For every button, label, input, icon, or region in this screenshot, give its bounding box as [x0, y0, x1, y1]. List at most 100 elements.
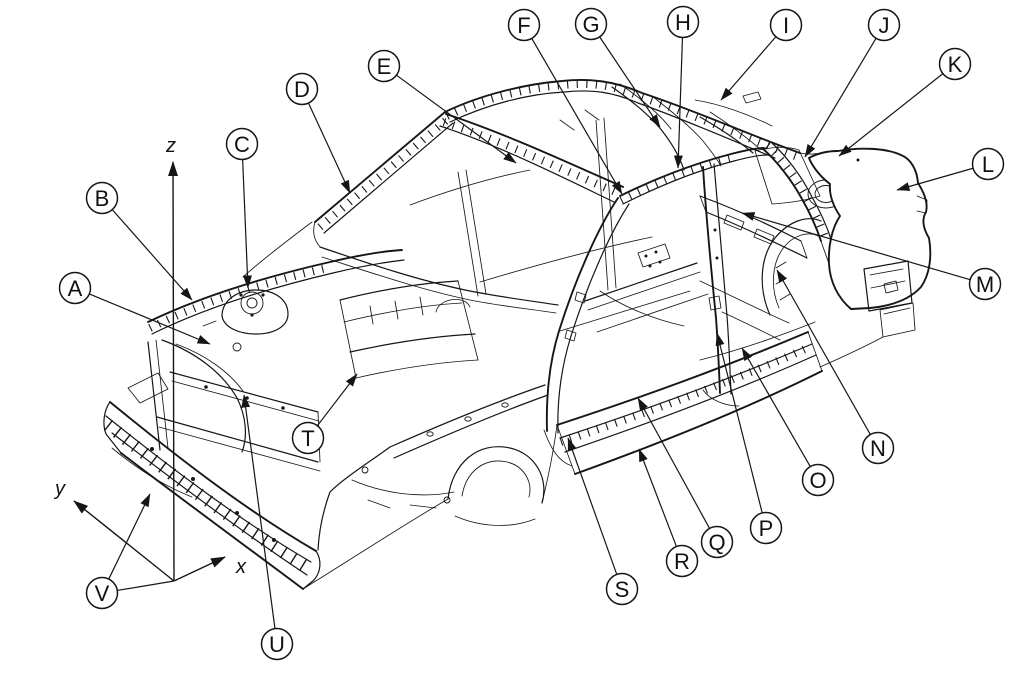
- line-art-stroke: [584, 109, 600, 121]
- callout-circle-K: [938, 47, 972, 81]
- line-art-stroke: [250, 313, 254, 317]
- line-art-stroke: [708, 295, 722, 311]
- line-art-stroke: [584, 262, 698, 302]
- line-art-stroke: [394, 300, 399, 320]
- line-art-stroke: [559, 119, 575, 131]
- callout-letter-B: B: [95, 186, 110, 211]
- line-art-stroke: [461, 460, 531, 498]
- line-art-stroke: [272, 538, 276, 542]
- line-art-stroke: [773, 233, 819, 309]
- leader-line-T-1: [316, 373, 358, 427]
- line-art-stroke: [820, 240, 830, 265]
- line-art-stroke: [232, 342, 242, 352]
- callout-circle-H: [666, 5, 700, 39]
- callout-letter-P: P: [759, 516, 774, 541]
- line-art-stroke: [761, 147, 822, 242]
- line-art-stroke: [314, 111, 446, 223]
- line-art-stroke: [771, 142, 832, 240]
- callout-circle-O: [801, 463, 835, 497]
- line-art-stroke: [699, 116, 754, 154]
- callout-J: J: [804, 8, 901, 158]
- leader-line-U-1: [241, 394, 276, 629]
- line-art-stroke: [367, 499, 391, 509]
- callout-letter-J: J: [879, 13, 890, 38]
- callout-circle-U: [260, 627, 294, 661]
- callout-circle-N: [861, 431, 895, 465]
- callout-V: V: [85, 493, 175, 610]
- line-art-stroke: [574, 370, 823, 475]
- callout-letter-R: R: [674, 549, 690, 574]
- line-art-stroke: [694, 99, 773, 127]
- line-art-stroke: [556, 424, 576, 475]
- line-art-stroke: [596, 293, 709, 333]
- line-art-stroke: [449, 90, 776, 159]
- callout-letter-T: T: [301, 426, 314, 451]
- line-art-stroke: [574, 291, 587, 304]
- leader-line-H-1: [673, 37, 684, 169]
- line-art-stroke: [807, 331, 823, 372]
- line-art-stroke: [713, 228, 717, 232]
- callout-circle-G: [574, 7, 608, 41]
- line-art-stroke: [556, 331, 809, 426]
- leader-line-B-1: [111, 209, 193, 301]
- callout-circle-Q: [700, 525, 734, 559]
- line-art-stroke: [501, 402, 509, 408]
- line-art-stroke: [409, 169, 531, 206]
- line-art-stroke: [120, 452, 304, 590]
- leader-line-S-1: [567, 437, 618, 575]
- line-art-stroke: [369, 305, 374, 325]
- line-art-stroke: [349, 333, 476, 353]
- line-art-stroke: [870, 280, 906, 289]
- line-art-stroke: [444, 78, 801, 154]
- line-art-stroke: [439, 125, 615, 203]
- leader-line-V-1: [108, 493, 151, 580]
- leader-line-K-1: [838, 73, 944, 157]
- leader-line-J-1: [804, 37, 877, 158]
- line-art-stroke: [543, 429, 573, 467]
- line-art-stroke: [454, 515, 536, 526]
- callout-letter-H: H: [675, 10, 691, 35]
- line-art-stroke: [883, 280, 899, 294]
- callout-letter-F: F: [517, 13, 530, 38]
- line-art-stroke: [619, 154, 733, 204]
- line-art-stroke: [111, 432, 308, 576]
- line-art-stroke: [389, 384, 546, 448]
- axis-z: z: [165, 135, 179, 582]
- line-art-stroke: [879, 302, 916, 338]
- line-art-stroke: [191, 477, 195, 481]
- line-art-stroke: [313, 221, 321, 248]
- line-art-stroke: [557, 203, 630, 434]
- line-art-stroke: [800, 240, 808, 259]
- callout-C: C: [225, 127, 259, 289]
- callout-N: N: [776, 269, 895, 465]
- line-art-stroke: [603, 117, 617, 289]
- line-art-stroke: [445, 113, 624, 188]
- line-art-stroke: [419, 296, 424, 316]
- callout-letter-L: L: [982, 152, 994, 177]
- callout-letter-M: M: [976, 272, 994, 297]
- callout-circle-J: [867, 8, 901, 42]
- line-art-stroke: [245, 396, 249, 400]
- line-art-stroke: [147, 249, 403, 323]
- axis-x-label: x: [235, 556, 247, 578]
- callout-circle-M: [968, 267, 1002, 301]
- callout-M: M: [741, 212, 1002, 301]
- callout-letter-C: C: [234, 132, 250, 157]
- callout-circle-V: [85, 576, 119, 610]
- leader-line-Q-1: [637, 397, 711, 529]
- line-art-stroke: [111, 447, 193, 498]
- line-art-stroke: [637, 243, 671, 268]
- leader-line-C-1: [242, 159, 252, 289]
- callout-D: D: [285, 72, 351, 194]
- line-art-stroke: [699, 321, 816, 361]
- line-art-stroke: [699, 280, 790, 324]
- line-art-stroke: [156, 416, 319, 463]
- line-art-stroke: [651, 95, 722, 167]
- line-art-stroke: [541, 424, 558, 504]
- line-art-stroke: [148, 263, 332, 332]
- callout-letter-I: I: [783, 13, 789, 38]
- callout-E: E: [367, 49, 517, 164]
- line-art-stroke: [443, 496, 451, 504]
- line-art-stroke: [155, 339, 169, 449]
